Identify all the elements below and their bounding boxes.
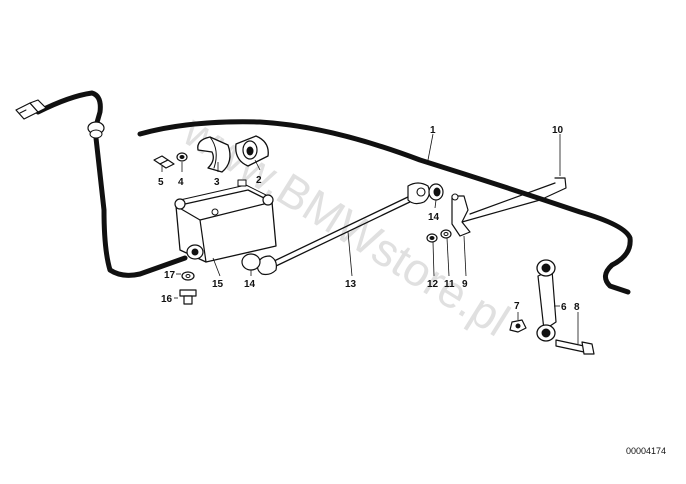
callout-16: 16 bbox=[161, 294, 173, 305]
callout-5: 5 bbox=[158, 177, 164, 188]
callout-12: 12 bbox=[427, 279, 439, 290]
rubber-ball-14a bbox=[241, 253, 261, 271]
callout-17: 17 bbox=[164, 270, 176, 281]
callout-14-unit: 14 bbox=[244, 279, 256, 290]
nut-12 bbox=[426, 233, 438, 243]
callout-15: 15 bbox=[212, 279, 224, 290]
washer-17 bbox=[181, 271, 195, 281]
rubber-ball-14b bbox=[428, 183, 444, 201]
callout-4: 4 bbox=[178, 177, 184, 188]
callout-3: 3 bbox=[214, 177, 220, 188]
callout-9: 9 bbox=[462, 279, 468, 290]
wiring-harness bbox=[35, 90, 188, 278]
callout-2: 2 bbox=[256, 175, 262, 186]
callout-10: 10 bbox=[552, 125, 564, 136]
callout-7: 7 bbox=[514, 301, 520, 312]
rubber-bushing bbox=[235, 135, 269, 167]
callout-14-rod: 14 bbox=[428, 212, 440, 223]
bolt-8 bbox=[555, 339, 595, 355]
control-unit-housing bbox=[174, 179, 277, 263]
leader-lines bbox=[161, 133, 579, 344]
stabilizer-link bbox=[536, 259, 557, 342]
callout-1: 1 bbox=[430, 125, 436, 136]
screw-16 bbox=[179, 289, 197, 305]
washer-11 bbox=[440, 229, 452, 239]
nut-7 bbox=[509, 319, 527, 333]
linkage-rod bbox=[256, 182, 430, 276]
callout-labels: 1 10 2 3 4 5 14 13 12 11 9 14 15 17 16 7… bbox=[158, 125, 580, 313]
callout-8: 8 bbox=[574, 302, 580, 313]
nut-4 bbox=[176, 152, 188, 162]
connector-plug bbox=[15, 99, 47, 120]
callout-11: 11 bbox=[444, 279, 455, 290]
clamp-bracket bbox=[197, 136, 231, 173]
stabilizer-bar bbox=[137, 119, 633, 295]
callout-6: 6 bbox=[561, 302, 567, 313]
bolt-5 bbox=[153, 155, 175, 169]
lever-9 bbox=[451, 193, 471, 237]
callout-13: 13 bbox=[345, 279, 357, 290]
document-number: 00004174 bbox=[626, 446, 666, 456]
